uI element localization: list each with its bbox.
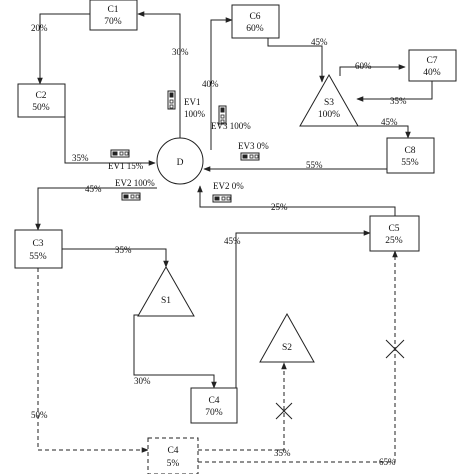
edge-c5-d bbox=[197, 185, 396, 216]
edge-s3-c8 bbox=[345, 125, 411, 139]
node-c6[interactable]: C6 60% bbox=[231, 4, 280, 39]
edge-c3-c4b bbox=[37, 268, 149, 453]
ev2-right-vehicle-icon bbox=[212, 194, 232, 203]
label-c1-c2: 20% bbox=[31, 23, 48, 33]
edge-c3-s1 bbox=[60, 248, 169, 268]
edge-c2-d bbox=[64, 112, 156, 166]
edge-d-c1 bbox=[137, 11, 181, 140]
label-c8-d: 55% bbox=[306, 160, 323, 170]
node-c3-name: C3 bbox=[32, 239, 43, 249]
node-c8-value: 55% bbox=[401, 158, 419, 168]
node-d[interactable]: D bbox=[156, 137, 204, 185]
ev3-right-vehicle-icon bbox=[240, 152, 260, 161]
label-c4b-c5: 65% bbox=[379, 457, 396, 467]
node-c2[interactable]: C2 50% bbox=[17, 83, 66, 118]
label-c2-d: 35% bbox=[72, 153, 89, 163]
node-s3[interactable]: S3 100% bbox=[299, 73, 359, 127]
ev2-left-label: EV2 100% bbox=[115, 178, 155, 188]
node-c6-name: C6 bbox=[249, 12, 260, 22]
label-d-c3: 45% bbox=[85, 184, 102, 194]
blocked-cross-c5 bbox=[385, 339, 405, 359]
edge-c6-s3 bbox=[267, 34, 325, 83]
node-s3-value: 100% bbox=[318, 110, 340, 120]
node-c4-dashed-value: 5% bbox=[167, 459, 180, 469]
node-c1[interactable]: C1 70% bbox=[89, 0, 138, 31]
label-s3-c8: 45% bbox=[381, 117, 398, 127]
edge-s3-c7 bbox=[339, 64, 406, 76]
ev1-top-percent: 100% bbox=[184, 109, 206, 119]
node-c7[interactable]: C7 40% bbox=[408, 49, 457, 82]
node-c2-value: 50% bbox=[32, 103, 50, 113]
edge-d-c3 bbox=[35, 187, 157, 231]
node-c1-value: 70% bbox=[104, 17, 122, 27]
node-c2-name: C2 bbox=[35, 91, 46, 101]
node-c7-value: 40% bbox=[423, 68, 441, 78]
label-s3-c7: 60% bbox=[355, 61, 372, 71]
node-c4-solid[interactable]: C4 70% bbox=[190, 387, 238, 424]
ev2-right-label: EV2 0% bbox=[213, 181, 244, 191]
node-d-name: D bbox=[177, 158, 184, 168]
node-s1-name: S1 bbox=[161, 296, 171, 306]
node-c1-name: C1 bbox=[107, 5, 118, 15]
label-c6-s3: 45% bbox=[311, 37, 328, 47]
edge-c7-s3 bbox=[356, 81, 433, 102]
label-c3-c4b: 50% bbox=[31, 410, 48, 420]
ev1-left-label: EV1 15% bbox=[108, 161, 144, 171]
edge-c4b-c5 bbox=[198, 250, 398, 463]
label-c4b-s2: 35% bbox=[274, 448, 291, 458]
node-c4-solid-value: 70% bbox=[205, 408, 223, 418]
node-s2[interactable]: S2 bbox=[259, 312, 315, 363]
node-c3-value: 55% bbox=[29, 252, 47, 262]
node-c8-name: C8 bbox=[404, 146, 415, 156]
node-c3[interactable]: C3 55% bbox=[14, 229, 63, 269]
label-d-c1: 30% bbox=[172, 47, 189, 57]
label-c5-d: 25% bbox=[271, 202, 288, 212]
node-c5-name: C5 bbox=[388, 224, 399, 234]
node-c5[interactable]: C5 25% bbox=[369, 215, 420, 252]
node-s3-name: S3 bbox=[324, 98, 334, 108]
node-c8[interactable]: C8 55% bbox=[386, 137, 435, 174]
node-c6-value: 60% bbox=[246, 24, 264, 34]
node-c5-value: 25% bbox=[385, 236, 403, 246]
blocked-cross-s2 bbox=[275, 402, 293, 420]
label-c7-s3: 35% bbox=[390, 96, 407, 106]
ev1-top-vehicle-icon bbox=[167, 90, 176, 110]
label-d-c6: 40% bbox=[202, 79, 219, 89]
label-c3-s1: 35% bbox=[115, 245, 132, 255]
label-s1-c4: 30% bbox=[134, 376, 151, 386]
node-c4-dashed-name: C4 bbox=[167, 446, 178, 456]
edge-c1-c2 bbox=[37, 13, 90, 85]
node-c7-name: C7 bbox=[426, 56, 437, 66]
edge-c4b-s2 bbox=[198, 362, 287, 451]
node-s2-name: S2 bbox=[282, 343, 292, 353]
ev3-top-label: EV3 100% bbox=[211, 121, 251, 131]
ev1-left-vehicle-icon bbox=[110, 149, 130, 158]
node-c4-solid-name: C4 bbox=[208, 396, 219, 406]
edge-c4-c5 bbox=[235, 230, 371, 388]
node-c4-dashed[interactable]: C4 5% bbox=[147, 437, 199, 474]
node-s1[interactable]: S1 bbox=[137, 265, 195, 317]
ev3-right-label: EV3 0% bbox=[238, 141, 269, 151]
ev2-left-vehicle-icon bbox=[121, 192, 141, 201]
edge-d-c6 bbox=[210, 17, 233, 150]
label-c4-c5: 45% bbox=[224, 236, 241, 246]
ev1-top-label: EV1 bbox=[184, 97, 201, 107]
